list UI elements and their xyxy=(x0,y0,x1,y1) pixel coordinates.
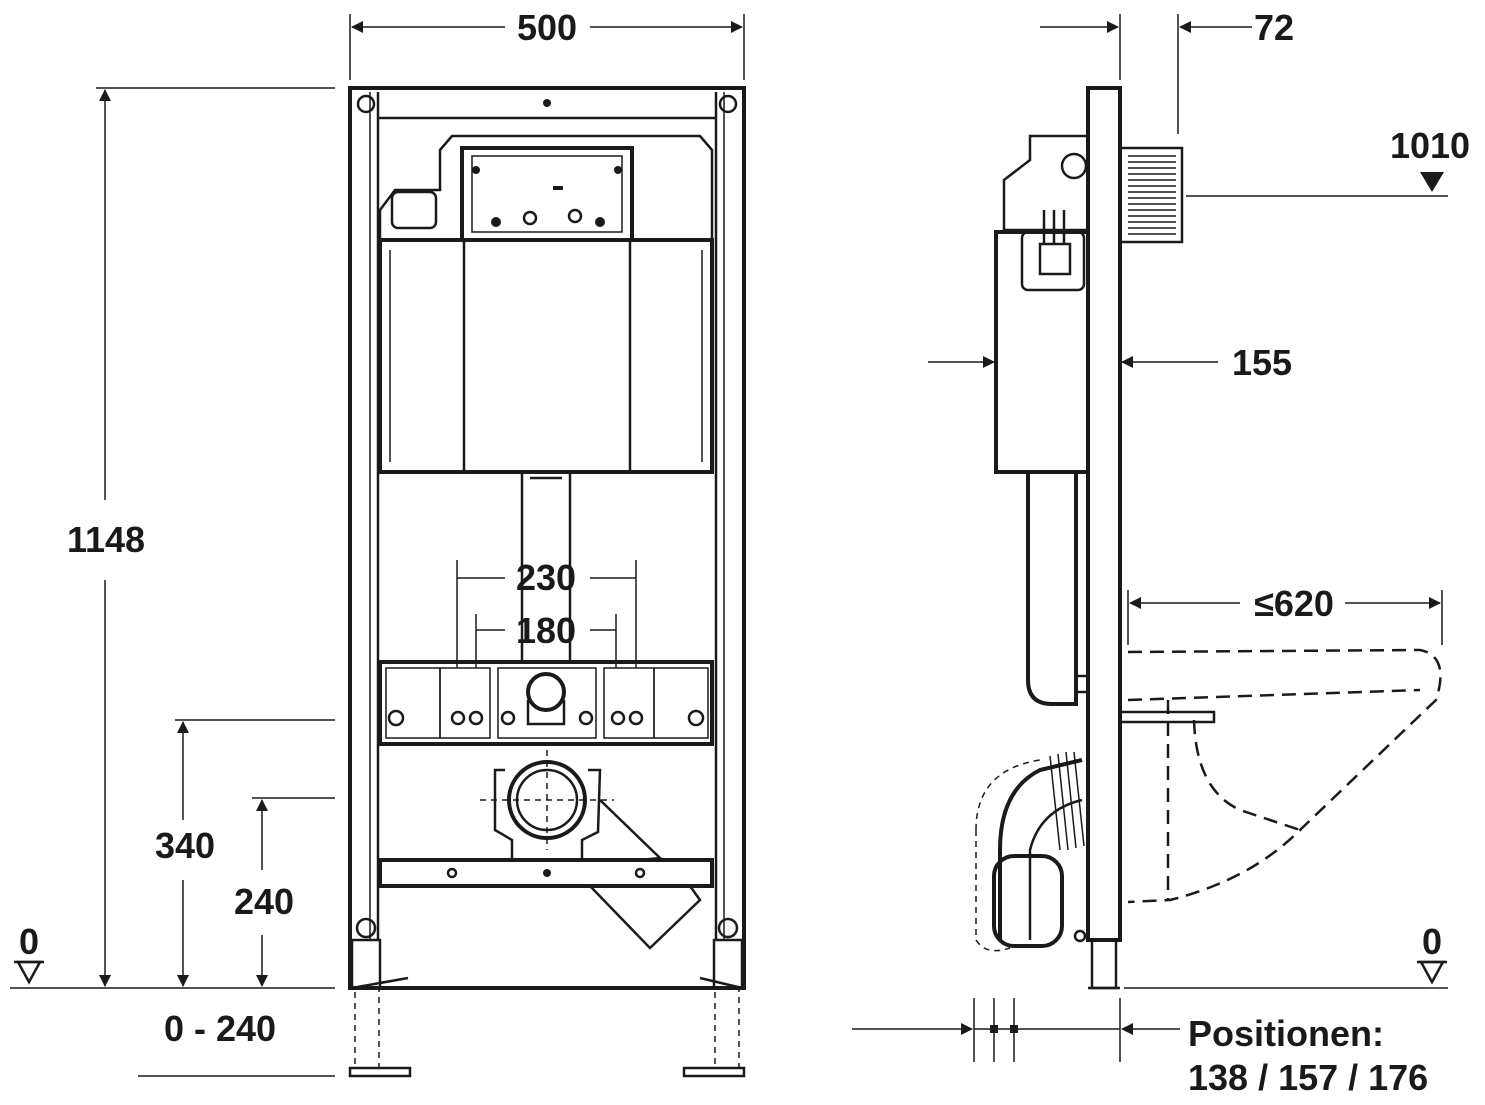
dim-height-1010: 1010 xyxy=(1390,125,1470,166)
zero-level-right: 0 xyxy=(1422,921,1442,962)
inlet-icon xyxy=(526,672,566,712)
lower-rail xyxy=(378,858,714,888)
zero-level-left: 0 xyxy=(19,921,39,962)
dim-width: 500 xyxy=(517,7,577,48)
dim-inlet-inner: 180 xyxy=(516,610,576,651)
dim-height-240: 240 xyxy=(234,881,294,922)
flush-plate-mount xyxy=(460,146,634,242)
height-marker-icon xyxy=(1420,172,1444,192)
top-screw-icon xyxy=(543,99,551,107)
dim-depth-155: 155 xyxy=(1232,342,1292,383)
dim-inlet-outer: 230 xyxy=(516,557,576,598)
dim-total-height: 1148 xyxy=(67,519,145,560)
dim-depth-72: 72 xyxy=(1254,7,1294,48)
cistern-body-side xyxy=(994,230,1090,474)
cistern-body xyxy=(378,238,714,474)
dim-height-340: 340 xyxy=(155,825,215,866)
level-triangle-icon xyxy=(15,960,43,985)
flush-plate-box xyxy=(1118,146,1184,244)
wc-bowl-outline xyxy=(1127,648,1442,904)
level-triangle-icon-right xyxy=(1418,960,1446,985)
front-view xyxy=(10,14,746,1078)
overflow-icon xyxy=(390,190,438,230)
dim-projection: ≤620 xyxy=(1254,583,1334,624)
flush-pipe-side xyxy=(1026,472,1078,706)
dim-foot-range: 0 - 240 xyxy=(164,1008,276,1049)
positions-label: Positionen: xyxy=(1188,1013,1384,1054)
side-view xyxy=(852,14,1448,1062)
drain-trap xyxy=(992,854,1064,948)
frame-outline xyxy=(348,86,746,990)
positions-values: 138 / 157 / 176 xyxy=(1188,1057,1428,1098)
wc-bracket xyxy=(378,660,714,746)
frame-post xyxy=(1086,86,1122,942)
